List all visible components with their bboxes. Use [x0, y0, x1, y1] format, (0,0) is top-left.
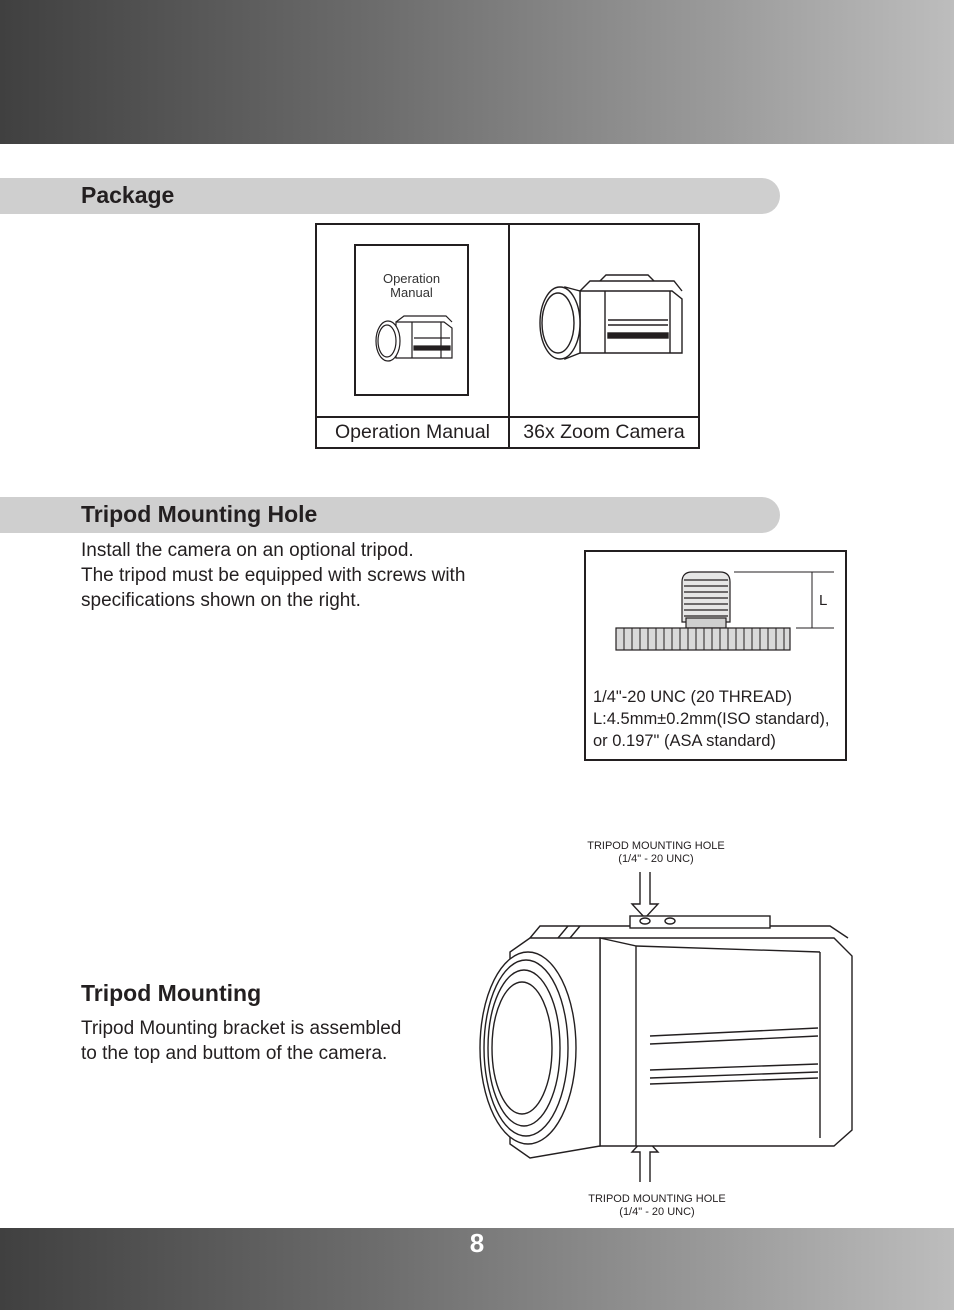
top-mounting-hole-label: TRIPOD MOUNTING HOLE (1/4" - 20 UNC): [556, 840, 756, 866]
table-divider: [508, 225, 510, 447]
screw-spec-text: 1/4"-20 UNC (20 THREAD) L:4.5mm±0.2mm(IS…: [593, 686, 829, 752]
manual-cover-title: Operation Manual: [356, 272, 467, 300]
paragraph-line: Install the camera on an optional tripod…: [81, 540, 414, 561]
paragraph-line: The tripod must be equipped with screws …: [81, 565, 466, 586]
paragraph-line: specifications shown on the right.: [81, 590, 361, 611]
spec-line: 1/4"-20 UNC (20 THREAD): [593, 688, 793, 706]
bottom-mounting-hole-label: TRIPOD MOUNTING HOLE (1/4" - 20 UNC): [557, 1193, 757, 1219]
dimension-label: L: [819, 592, 828, 609]
manual-icon: Operation Manual: [354, 244, 469, 396]
page-number: 8: [469, 1228, 485, 1258]
screw-spec-box: L 1/4"-20 UNC (20 THREAD) L:4.5mm±0.2mm(…: [584, 550, 847, 761]
package-title: Package: [81, 182, 175, 208]
table-divider: [317, 416, 698, 418]
label-line: (1/4" - 20 UNC): [619, 1206, 695, 1218]
tripod-hole-title: Tripod Mounting Hole: [81, 501, 318, 527]
tripod-mounting-title: Tripod Mounting: [81, 980, 262, 1006]
label-line: TRIPOD MOUNTING HOLE: [587, 840, 725, 852]
camera-icon: [539, 274, 683, 361]
package-section-bar: [0, 178, 780, 214]
screw-diagram: [615, 571, 834, 651]
paragraph-line: Tripod Mounting bracket is assembled: [81, 1018, 402, 1039]
header-band: [0, 0, 954, 144]
label-line: TRIPOD MOUNTING HOLE: [588, 1193, 726, 1205]
package-item-label: Operation Manual: [334, 421, 490, 443]
tripod-mounting-description: Tripod Mounting bracket is assembled to …: [81, 1016, 401, 1066]
manual-cover-line: Manual: [390, 285, 433, 300]
footer-band: [0, 1228, 954, 1310]
paragraph-line: to the top and buttom of the camera.: [81, 1043, 388, 1064]
spec-line: or 0.197" (ASA standard): [593, 732, 776, 750]
tripod-hole-section-bar: [0, 497, 780, 533]
label-line: (1/4" - 20 UNC): [618, 853, 694, 865]
tripod-hole-description: Install the camera on an optional tripod…: [81, 538, 465, 613]
manual-cover-line: Operation: [382, 271, 441, 286]
spec-line: L:4.5mm±0.2mm(ISO standard),: [593, 710, 830, 728]
package-item-label: 36x Zoom Camera: [523, 421, 685, 443]
manual-camera-icon: [375, 315, 453, 362]
camera-mounting-diagram: [479, 872, 853, 1182]
package-table: Operation Manual: [315, 223, 700, 449]
